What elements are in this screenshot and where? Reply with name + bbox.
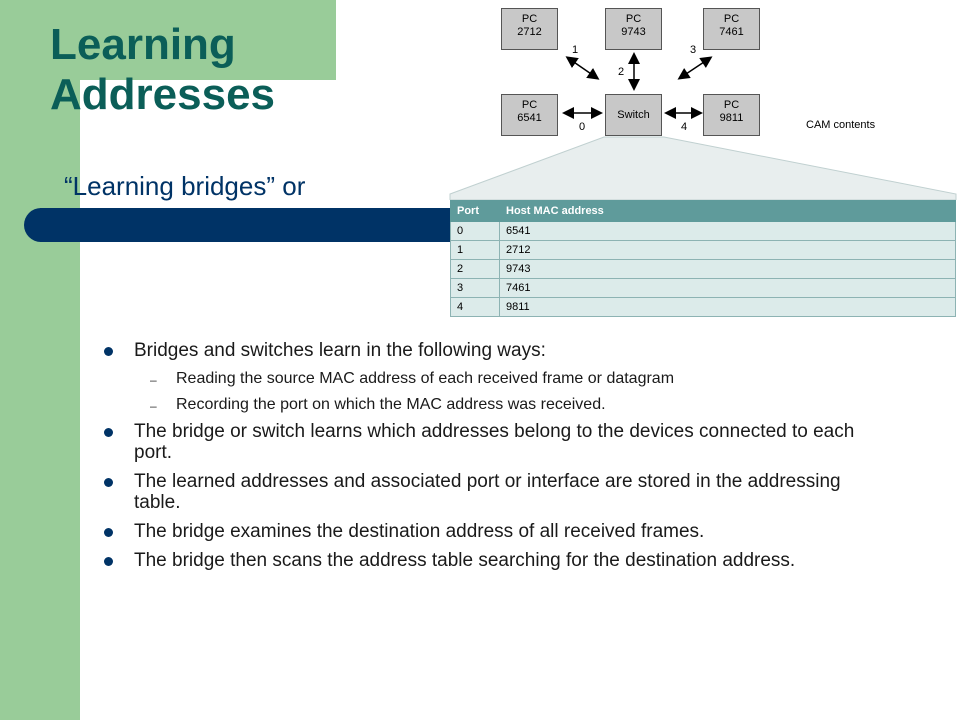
table-row: 4 9811 [450, 297, 956, 317]
port-label-0: 0 [579, 121, 586, 133]
cam-table: Port Host MAC address 0 6541 1 2712 2 97… [450, 200, 956, 317]
list-item: The bridge then scans the address table … [100, 550, 880, 571]
pc-7461-box: PC 7461 [703, 8, 760, 50]
network-diagram-arrows [449, 52, 957, 200]
pc-id: 2712 [517, 26, 542, 38]
title-line-1: Learning [50, 20, 236, 69]
list-item: The learned addresses and associated por… [100, 471, 880, 513]
port-label-2: 2 [618, 66, 625, 78]
cam-mac: 2712 [499, 240, 956, 260]
table-row: 2 9743 [450, 259, 956, 279]
pc-id: 7461 [719, 26, 744, 38]
table-row: 3 7461 [450, 278, 956, 298]
cam-mac: 6541 [499, 221, 956, 241]
title-line-2: Addresses [50, 70, 276, 119]
cam-port: 0 [450, 221, 500, 241]
pc-9811-box: PC 9811 [703, 94, 760, 136]
cam-header-port: Port [450, 200, 500, 222]
slide-subtitle: “Learning bridges” or [64, 171, 306, 201]
arrow-port-3 [677, 56, 713, 80]
table-row: 0 6541 [450, 221, 956, 241]
pc-2712-box: PC 2712 [501, 8, 558, 50]
cam-mac: 9743 [499, 259, 956, 279]
port-label-4: 4 [681, 121, 688, 133]
cam-port: 3 [450, 278, 500, 298]
switch-label: Switch [617, 109, 650, 121]
pc-label: PC [521, 99, 538, 111]
pc-label: PC [723, 13, 740, 25]
top-green-panel [0, 0, 336, 80]
port-label-3: 3 [690, 44, 697, 56]
arrow-port-1 [565, 56, 600, 80]
port-label-1: 1 [572, 44, 579, 56]
cam-port: 1 [450, 240, 500, 260]
subtitle-container: “Learning bridges” or [64, 168, 364, 236]
pc-label: PC [625, 13, 642, 25]
navy-band [40, 208, 450, 242]
pc-label: PC [723, 99, 740, 111]
cam-port: 2 [450, 259, 500, 279]
cam-header-mac: Host MAC address [499, 200, 956, 222]
pc-id: 9743 [621, 26, 646, 38]
pc-6541-box: PC 6541 [501, 94, 558, 136]
cam-callout [449, 136, 957, 200]
cam-mac: 7461 [499, 278, 956, 298]
left-green-bar [0, 0, 80, 720]
switch-box: Switch [605, 94, 662, 136]
list-item: Bridges and switches learn in the follow… [100, 340, 880, 361]
list-item: The bridge examines the destination addr… [100, 521, 880, 542]
pc-label: PC [521, 13, 538, 25]
cam-header-row: Port Host MAC address [450, 200, 956, 222]
cam-port: 4 [450, 297, 500, 317]
pc-id: 6541 [517, 112, 542, 124]
table-row: 1 2712 [450, 240, 956, 260]
pc-9743-box: PC 9743 [605, 8, 662, 50]
slide-title: Learning Addresses [50, 20, 275, 120]
list-item: Reading the source MAC address of each r… [100, 369, 880, 390]
pc-id: 9811 [719, 112, 744, 124]
list-item: Recording the port on which the MAC addr… [100, 395, 880, 416]
cam-mac: 9811 [499, 297, 956, 317]
bullet-list: Bridges and switches learn in the follow… [100, 340, 880, 579]
cam-contents-label: CAM contents [806, 119, 876, 131]
list-item: The bridge or switch learns which addres… [100, 421, 880, 463]
